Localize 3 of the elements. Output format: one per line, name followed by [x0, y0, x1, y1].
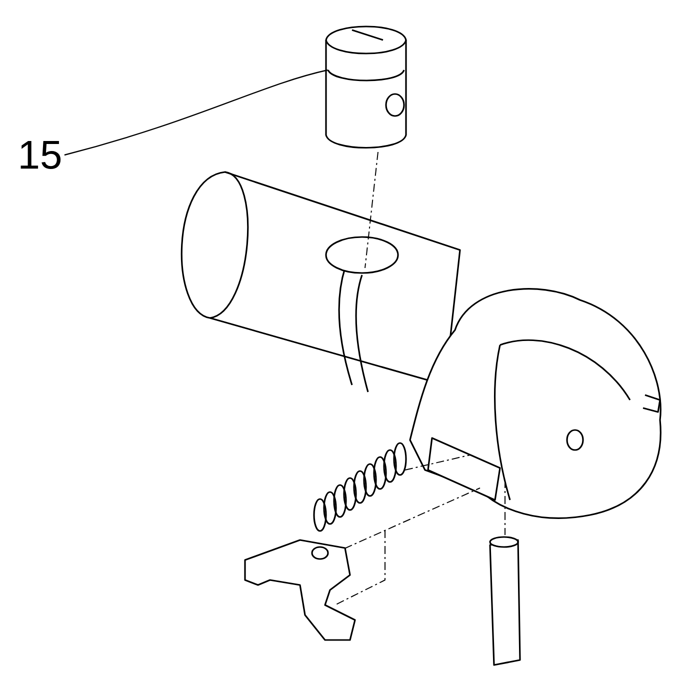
callout-number: 15	[20, 141, 61, 169]
leader-line	[64, 69, 328, 156]
pin-drawing	[325, 26, 407, 149]
